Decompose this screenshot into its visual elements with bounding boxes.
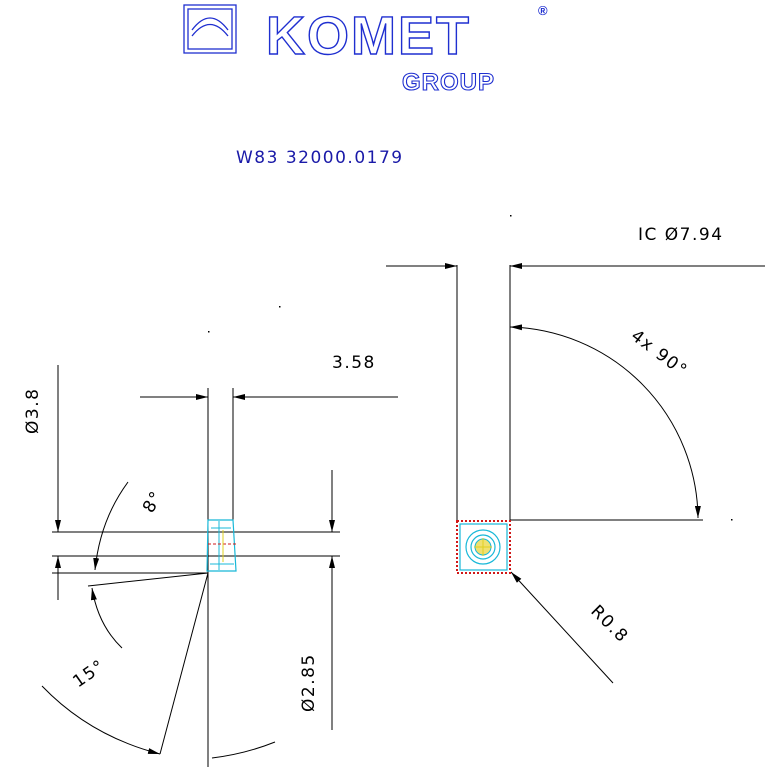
part-number: W83 32000.0179 bbox=[236, 148, 404, 168]
countersink-angle-label: 15° bbox=[69, 656, 109, 692]
thickness-label: 3.58 bbox=[332, 353, 376, 373]
komet-logo: KOMET ® GROUP bbox=[183, 3, 548, 97]
hole-top-diameter-label: Ø3.8 bbox=[23, 388, 43, 434]
corner-angle-label: 4x 90° bbox=[627, 326, 691, 381]
cad-dots bbox=[208, 215, 733, 521]
corner-radius-label: R0.8 bbox=[586, 601, 632, 647]
logo-group-text: GROUP bbox=[402, 69, 495, 96]
logo-brand-text: KOMET bbox=[266, 6, 471, 66]
ic-diameter-label: IC Ø7.94 bbox=[638, 225, 724, 245]
hole-bottom-diameter-label: Ø2.85 bbox=[299, 653, 319, 712]
insert-top-view bbox=[386, 263, 765, 684]
relief-angle-label: 8° bbox=[139, 487, 167, 516]
insert-top-body bbox=[456, 520, 511, 574]
logo-registered-mark: ® bbox=[538, 3, 548, 18]
insert-side-body bbox=[206, 519, 237, 572]
insert-side-view bbox=[41, 365, 398, 767]
komet-logo-mark-icon bbox=[183, 4, 237, 54]
